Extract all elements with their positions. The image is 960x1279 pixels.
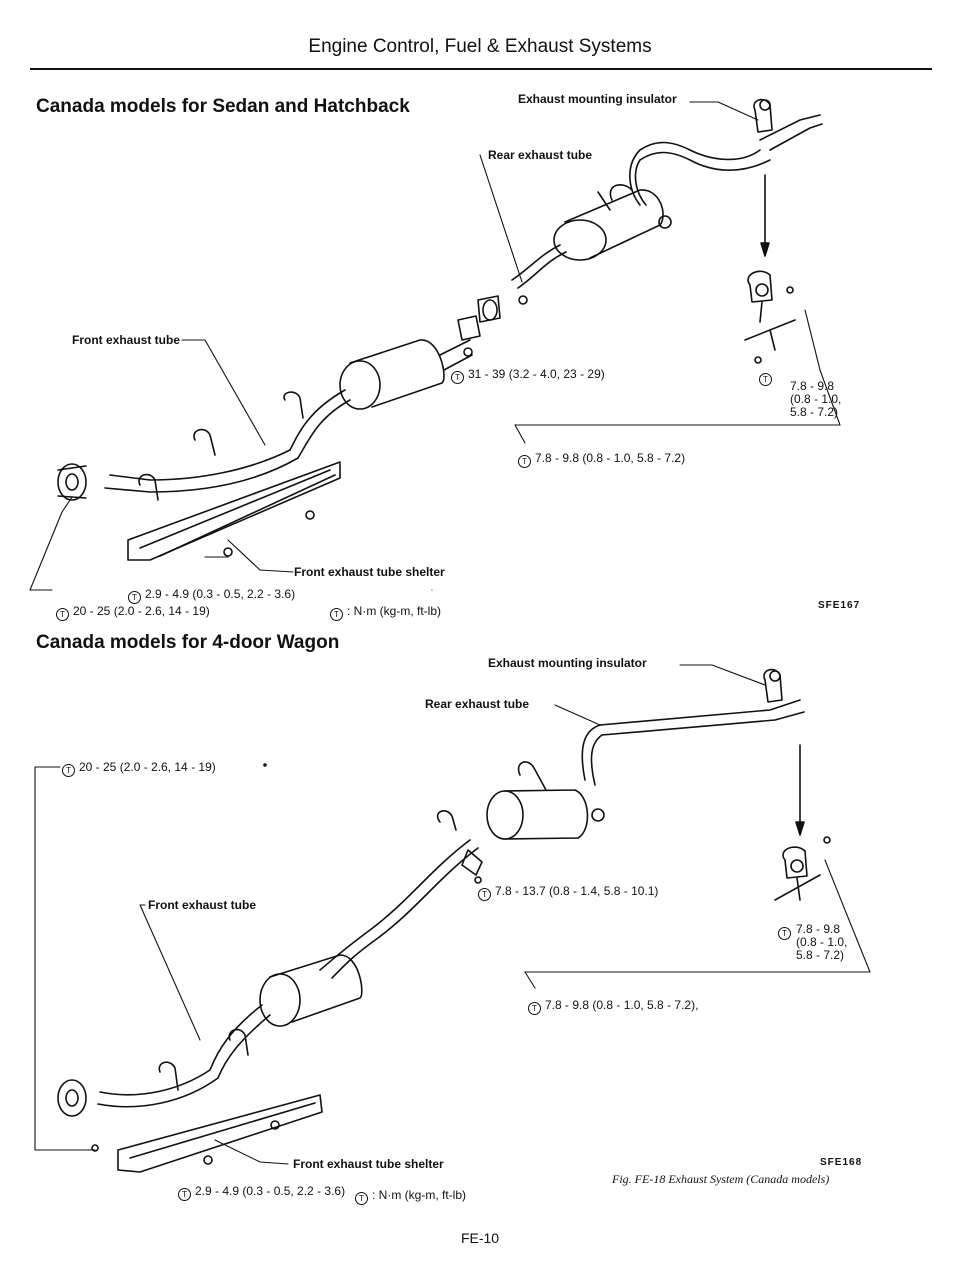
d1-legend: T: N·m (kg-m, ft-lb) — [330, 604, 441, 621]
d1-rear-exhaust-tube-label: Rear exhaust tube — [488, 148, 593, 162]
d1-figure-code: SFE167 — [818, 600, 861, 611]
d2-front-exhaust-tube-label: Front exhaust tube — [148, 898, 257, 912]
torque-icon: T — [56, 608, 69, 621]
d2-rear-exhaust-tube-label: Rear exhaust tube — [425, 697, 530, 711]
torque-icon: T — [478, 888, 491, 901]
torque-icon: T — [62, 764, 75, 777]
diagram1-title: Canada models for Sedan and Hatchback — [36, 96, 410, 117]
d1-torque-mount: 7.8 - 9.8 (0.8 - 1.0, 5.8 - 7.2) — [790, 379, 842, 419]
d2-figure-code: SFE168 — [820, 1157, 863, 1168]
d2-exhaust-mounting-insulator-label: Exhaust mounting insulator — [488, 656, 647, 670]
d2-front-exhaust-tube-shelter-label: Front exhaust tube shelter — [293, 1157, 444, 1171]
torque-icon: T — [178, 1188, 191, 1201]
header-rule — [30, 68, 932, 70]
torque-icon: T — [528, 1002, 541, 1015]
torque-icon: T — [778, 927, 791, 940]
d1-exhaust-mounting-insulator-label: Exhaust mounting insulator — [518, 92, 677, 106]
torque-icon: T — [518, 455, 531, 468]
d1-front-exhaust-tube-label: Front exhaust tube — [72, 333, 181, 347]
figure-caption: Fig. FE-18 Exhaust System (Canada models… — [612, 1172, 830, 1186]
torque-icon: T — [451, 371, 464, 384]
d2-legend: T: N·m (kg-m, ft-lb) — [355, 1188, 466, 1205]
d2-torque-mount: 7.8 - 9.8 (0.8 - 1.0, 5.8 - 7.2) — [796, 922, 848, 962]
d1-mount-torque-icon: T — [759, 369, 776, 386]
torque-icon: T — [759, 373, 772, 386]
page-header: Engine Control, Fuel & Exhaust Systems — [308, 36, 652, 57]
d2-mount-torque-icon: T — [778, 923, 795, 940]
torque-icon: T — [355, 1192, 368, 1205]
torque-icon: T — [128, 591, 141, 604]
torque-icon: T — [330, 608, 343, 621]
diagram1-drawing — [57, 98, 823, 561]
diagram2-drawing — [57, 668, 831, 1173]
d1-front-exhaust-tube-shelter-label: Front exhaust tube shelter — [294, 565, 445, 579]
page-number: FE-10 — [460, 1230, 500, 1246]
diagram2-title: Canada models for 4-door Wagon — [36, 632, 340, 653]
